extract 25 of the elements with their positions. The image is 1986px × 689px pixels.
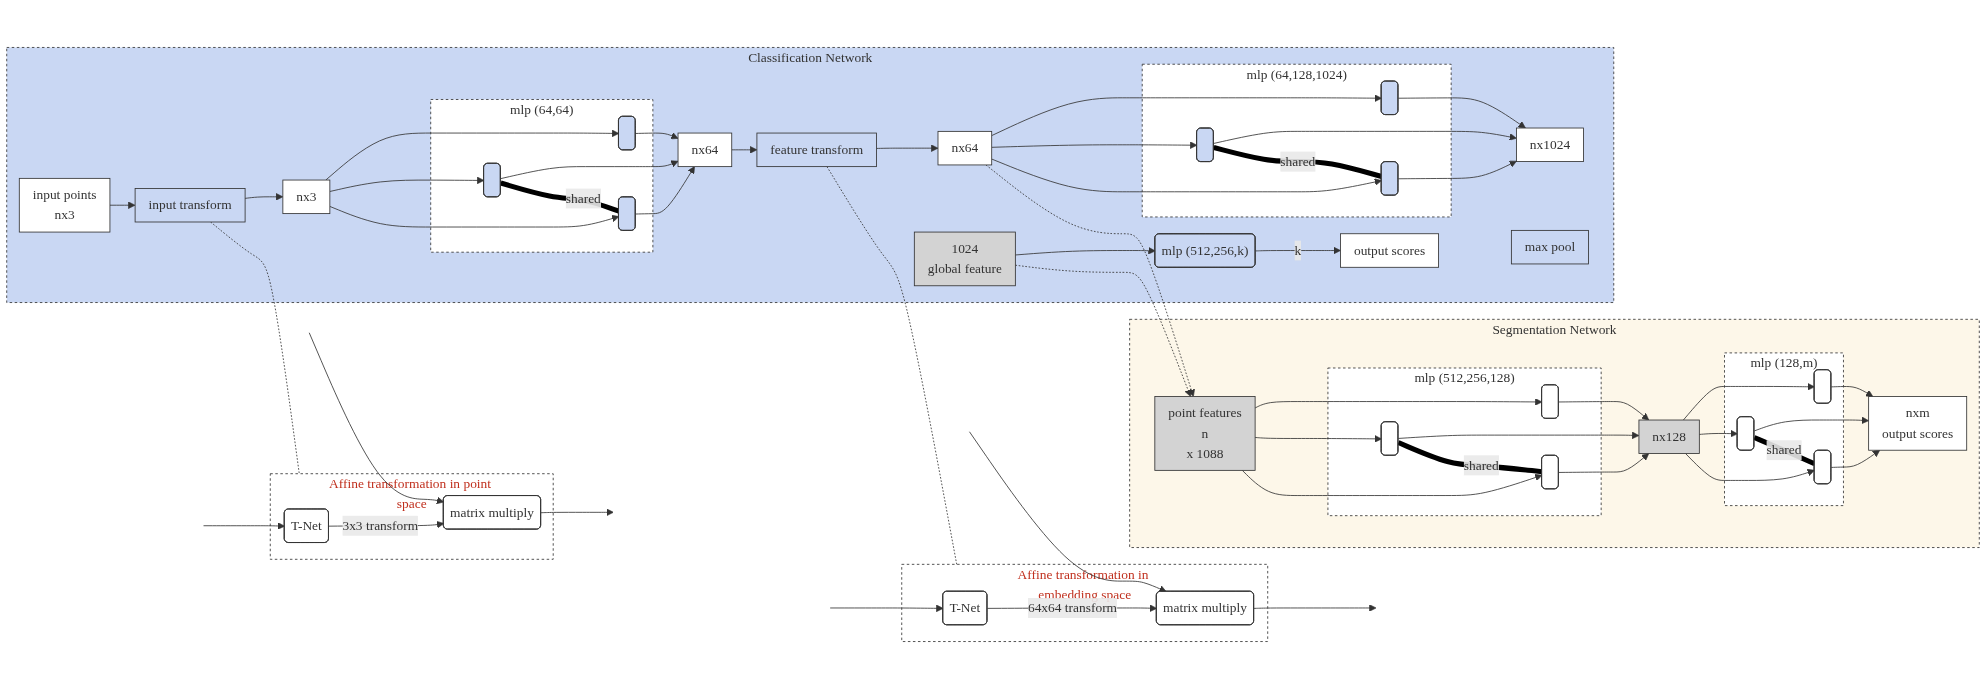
edge-label: shared — [565, 190, 601, 206]
node-box: nx3 — [282, 179, 331, 214]
connector — [1753, 435, 1816, 467]
edge-label: k — [1294, 242, 1302, 258]
connector — [826, 166, 958, 565]
node-box: point features n x 1088 — [1154, 396, 1256, 471]
node-box: feature transform — [756, 132, 877, 168]
connector — [210, 221, 300, 475]
node-box: nx64 — [677, 132, 733, 168]
edge-label: 64x64 transform — [1027, 600, 1118, 615]
node-box: input transform — [134, 188, 246, 223]
edge-label: 3x3 transform — [342, 518, 419, 533]
node-box: nx128 — [1638, 419, 1700, 454]
connector — [1213, 145, 1383, 179]
node-box: max pool — [1510, 229, 1589, 265]
node-box: 1024 global feature — [913, 231, 1016, 287]
edge-label: shared — [1463, 457, 1499, 473]
node-box: nx1024 — [1516, 127, 1584, 162]
connector — [500, 180, 620, 214]
node-box: input points nx3 — [18, 177, 111, 233]
edge-label: shared — [1280, 154, 1316, 169]
edge-label: shared — [1766, 442, 1802, 457]
node-box: nxm output scores — [1868, 396, 1968, 451]
node-box: output scores — [1340, 233, 1439, 268]
node-box: nx64 — [937, 130, 993, 166]
